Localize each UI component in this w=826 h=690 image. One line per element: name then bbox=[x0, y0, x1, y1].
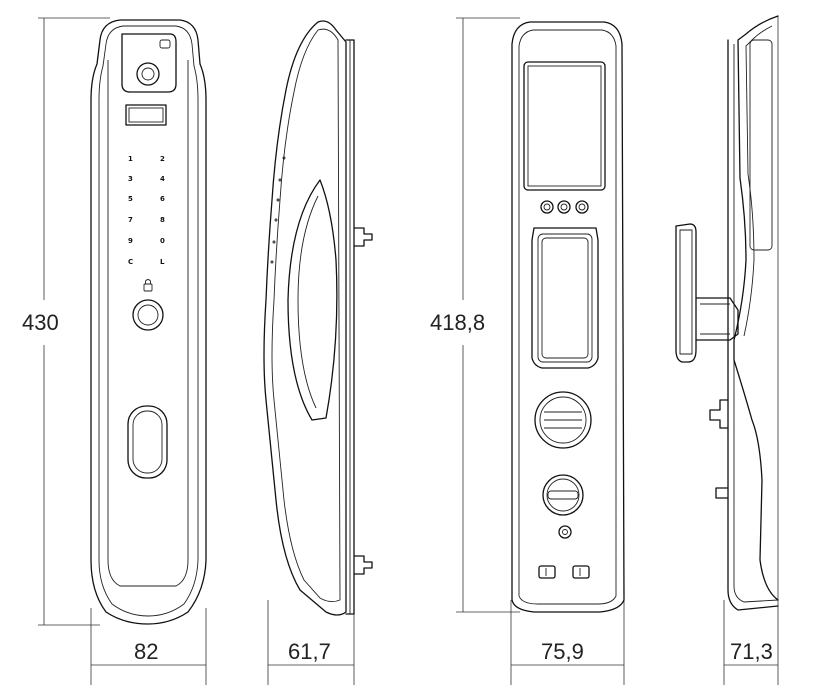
key-6[interactable]: 6 bbox=[160, 195, 165, 203]
fingerprint-sensor[interactable] bbox=[132, 299, 164, 331]
front-width-label: 82 bbox=[134, 639, 158, 664]
back-button-1[interactable] bbox=[540, 200, 554, 214]
key-3[interactable]: 3 bbox=[128, 175, 133, 183]
front-view: 1 2 3 4 5 6 7 8 9 0 C L bbox=[90, 19, 207, 625]
thumb-turn-knob[interactable] bbox=[534, 391, 592, 449]
key-0[interactable]: 0 bbox=[160, 237, 165, 245]
back-width-label: 75,9 bbox=[541, 639, 584, 664]
side-view bbox=[263, 20, 373, 616]
key-4[interactable]: 4 bbox=[160, 175, 165, 183]
side-handle[interactable] bbox=[675, 223, 697, 363]
back-height-label: 418,8 bbox=[430, 310, 485, 335]
key-2[interactable]: 2 bbox=[160, 155, 165, 163]
inner-handle[interactable] bbox=[531, 227, 599, 369]
keypad: 1 2 3 4 5 6 7 8 9 0 C L bbox=[128, 155, 165, 266]
key-1[interactable]: 1 bbox=[128, 155, 133, 163]
key-c[interactable]: C bbox=[128, 258, 133, 266]
back-button-3[interactable] bbox=[575, 200, 589, 214]
key-l[interactable]: L bbox=[160, 258, 165, 266]
video-screen bbox=[523, 61, 606, 191]
keyhole bbox=[558, 525, 572, 539]
back-view bbox=[511, 21, 625, 613]
handle-recess[interactable] bbox=[127, 405, 168, 479]
key-8[interactable]: 8 bbox=[160, 216, 165, 224]
key-9[interactable]: 9 bbox=[128, 237, 133, 245]
switch-right[interactable] bbox=[572, 565, 590, 579]
privacy-knob[interactable] bbox=[542, 474, 584, 516]
key-5[interactable]: 5 bbox=[128, 195, 133, 203]
front-height-label: 430 bbox=[22, 310, 59, 335]
back-button-2[interactable] bbox=[557, 200, 571, 214]
lock-icon bbox=[143, 279, 153, 292]
dimension-lines bbox=[38, 16, 779, 685]
side-depth-label: 61,7 bbox=[288, 639, 331, 664]
switch-left[interactable] bbox=[538, 565, 556, 579]
back-side-depth-label: 71,3 bbox=[730, 639, 773, 664]
back-side-view bbox=[675, 15, 779, 611]
key-7[interactable]: 7 bbox=[128, 216, 133, 224]
